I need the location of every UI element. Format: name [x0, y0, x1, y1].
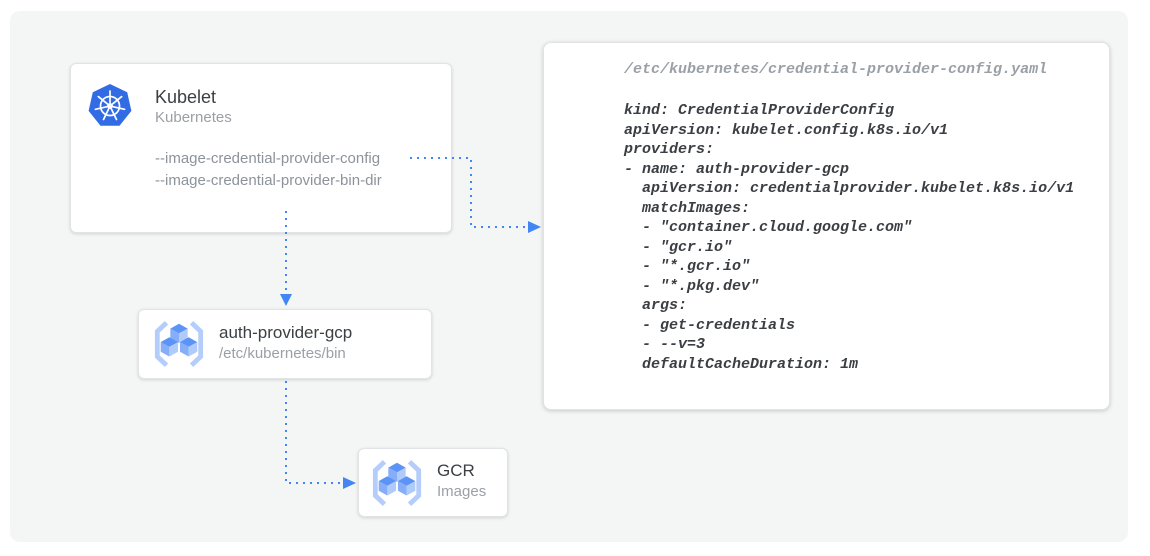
- kubelet-flags: --image-credential-provider-config --ima…: [155, 148, 382, 192]
- flag-image-credential-provider-config: --image-credential-provider-config: [155, 150, 381, 167]
- gcr-node: GCR Images: [358, 448, 508, 517]
- kubernetes-icon: [88, 84, 132, 126]
- yaml-code: kind: CredentialProviderConfig apiVersio…: [624, 102, 1075, 373]
- yaml-filename: /etc/kubernetes/credential-provider-conf…: [624, 61, 1048, 78]
- auth-provider-title: auth-provider-gcp: [219, 323, 353, 342]
- gcr-subtitle: Images: [437, 483, 487, 500]
- flag-image-credential-provider-bin-dir: --image-credential-provider-bin-dir: [155, 172, 382, 189]
- gcr-title: GCR: [437, 461, 475, 480]
- gcr-registry-icon: [372, 460, 422, 506]
- credential-provider-config-panel: /etc/kubernetes/credential-provider-conf…: [543, 42, 1110, 410]
- auth-provider-gcp-node: auth-provider-gcp /etc/kubernetes/bin: [138, 309, 432, 379]
- kubelet-node: Kubelet Kubernetes --image-credential-pr…: [70, 63, 452, 233]
- auth-provider-subtitle: /etc/kubernetes/bin: [219, 345, 346, 362]
- kubelet-subtitle: Kubernetes: [155, 109, 232, 126]
- kubelet-title: Kubelet: [155, 87, 217, 107]
- gcr-registry-icon: [154, 321, 204, 367]
